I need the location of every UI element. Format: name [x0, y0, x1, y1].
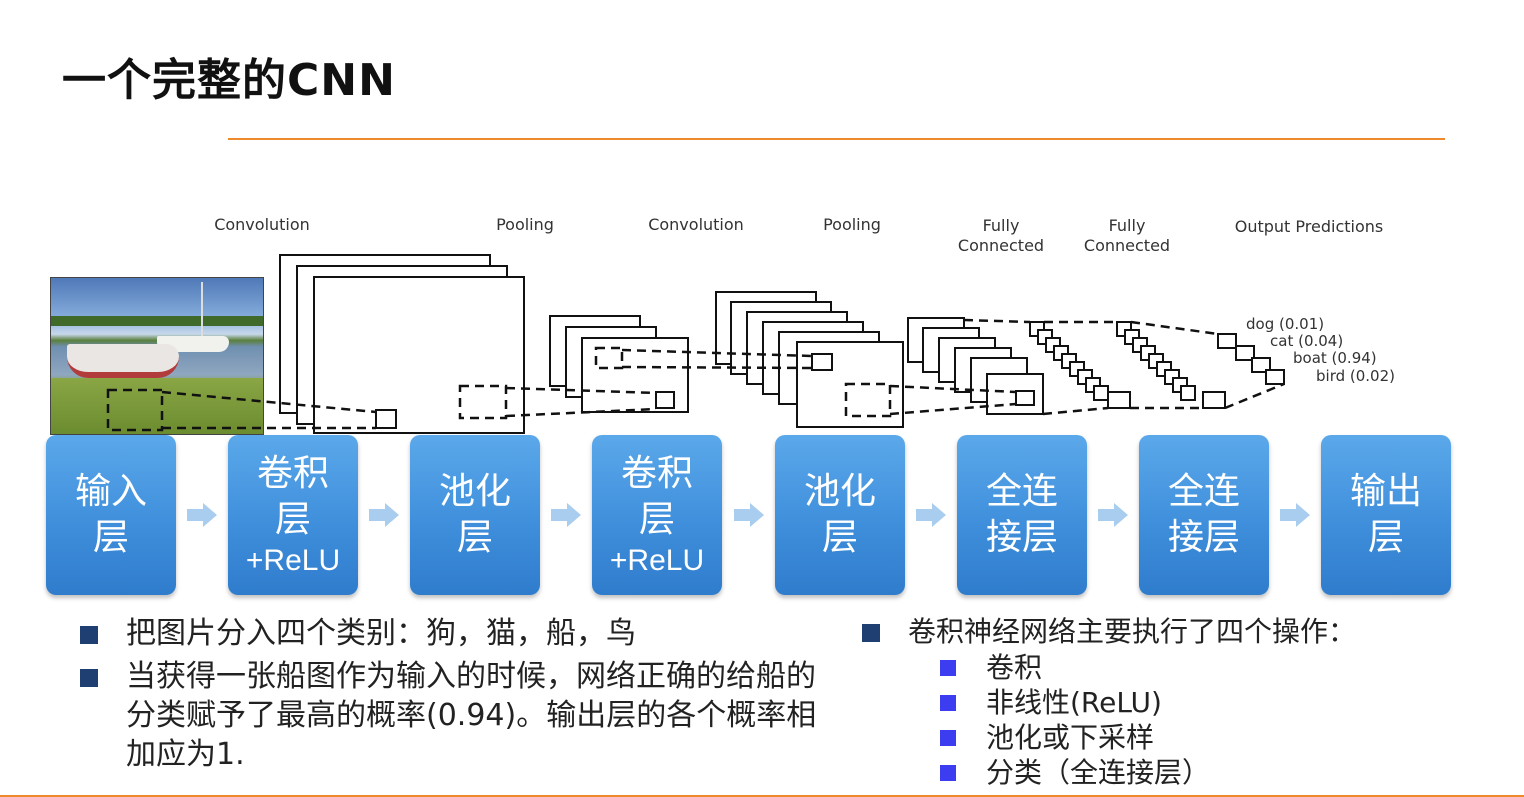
stage-label-pool1: Pooling: [496, 215, 554, 234]
step-label: 池化层: [803, 471, 876, 558]
output-neurons: [1217, 333, 1285, 385]
flow-arrow-icon: [734, 503, 764, 527]
cnn-architecture-diagram: [106, 254, 1285, 434]
prediction-boat: boat (0.94): [1293, 349, 1377, 367]
right-bullet-list: 卷积神经网络主要执行了四个操作：: [862, 614, 1462, 650]
step-label: 卷积层: [620, 453, 693, 540]
step-sublabel: +ReLU: [245, 544, 341, 577]
flow-arrow-icon: [916, 503, 946, 527]
prediction-dog: dog (0.01): [1246, 315, 1325, 333]
prediction-cat: cat (0.04): [1270, 332, 1344, 350]
step-label: 卷积层: [256, 453, 329, 540]
step-conv-layer-1: 卷积层 +ReLU: [228, 435, 358, 595]
operations-list: 卷积 非线性(ReLU) 池化或下采样 分类（全连接层）: [940, 650, 1210, 790]
bottom-divider: [0, 795, 1524, 797]
bullet-square-icon: [80, 626, 98, 644]
stage-label-fc1: Fully Connected: [957, 216, 1045, 255]
step-label: 输出层: [1349, 471, 1422, 558]
list-item: 当获得一张船图作为输入的时候，网络正确的给船的分类赋予了最高的概率(0.94)。…: [80, 657, 820, 774]
step-label: 全连接层: [985, 471, 1058, 558]
flow-arrow-icon: [187, 503, 217, 527]
operation-text: 非线性(ReLU): [986, 686, 1162, 719]
bullet-square-icon: [940, 695, 956, 711]
step-input-layer: 输入层: [46, 435, 176, 595]
step-label: 全连接层: [1167, 471, 1240, 558]
list-item: 分类（全连接层）: [940, 755, 1210, 790]
stage-label-conv1: Convolution: [214, 215, 310, 234]
flow-arrow-icon: [551, 503, 581, 527]
list-item: 卷积神经网络主要执行了四个操作：: [862, 614, 1462, 650]
bullet-square-icon: [862, 624, 880, 642]
step-fc-layer-1: 全连接层: [957, 435, 1087, 595]
step-sublabel: +ReLU: [609, 544, 705, 577]
step-output-layer: 输出层: [1321, 435, 1451, 595]
stage-label-output: Output Predictions: [1234, 217, 1384, 236]
step-label: 池化层: [438, 471, 511, 558]
fc1-neurons: [1029, 321, 1131, 409]
bullet-text: 当获得一张船图作为输入的时候，网络正确的给船的分类赋予了最高的概率(0.94)。…: [126, 659, 817, 772]
bullet-square-icon: [940, 730, 956, 746]
flow-arrow-icon: [369, 503, 399, 527]
step-fc-layer-2: 全连接层: [1139, 435, 1269, 595]
stage-label-pool2: Pooling: [823, 215, 881, 234]
list-item: 非线性(ReLU): [940, 685, 1210, 720]
bullet-text: 卷积神经网络主要执行了四个操作：: [908, 615, 1357, 648]
step-pool-layer-2: 池化层: [775, 435, 905, 595]
flow-arrow-icon: [1280, 503, 1310, 527]
operation-text: 分类（全连接层）: [986, 756, 1211, 789]
operation-text: 池化或下采样: [986, 721, 1155, 754]
operation-text: 卷积: [986, 651, 1043, 684]
step-conv-layer-2: 卷积层 +ReLU: [592, 435, 722, 595]
list-item: 把图片分入四个类别：狗，猫，船，鸟: [80, 614, 820, 653]
step-pool-layer-1: 池化层: [410, 435, 540, 595]
stage-label-fc2: Fully Connected: [1083, 216, 1171, 255]
flow-arrow-icon: [1098, 503, 1128, 527]
list-item: 卷积: [940, 650, 1210, 685]
bullet-square-icon: [940, 765, 956, 781]
bullet-text: 把图片分入四个类别：狗，猫，船，鸟: [126, 616, 636, 651]
left-bullet-list: 把图片分入四个类别：狗，猫，船，鸟 当获得一张船图作为输入的时候，网络正确的给船…: [80, 614, 820, 778]
conv1-feature-map: [313, 276, 525, 434]
stage-label-conv2: Convolution: [648, 215, 744, 234]
step-label: 输入层: [74, 471, 147, 558]
bullet-square-icon: [940, 660, 956, 676]
title-divider: [228, 138, 1445, 140]
input-boat-photo: [50, 277, 264, 435]
fc2-neurons: [1116, 321, 1226, 409]
page-title: 一个完整的CNN: [62, 55, 396, 106]
prediction-bird: bird (0.02): [1316, 367, 1395, 385]
bullet-square-icon: [80, 669, 98, 687]
list-item: 池化或下采样: [940, 720, 1210, 755]
